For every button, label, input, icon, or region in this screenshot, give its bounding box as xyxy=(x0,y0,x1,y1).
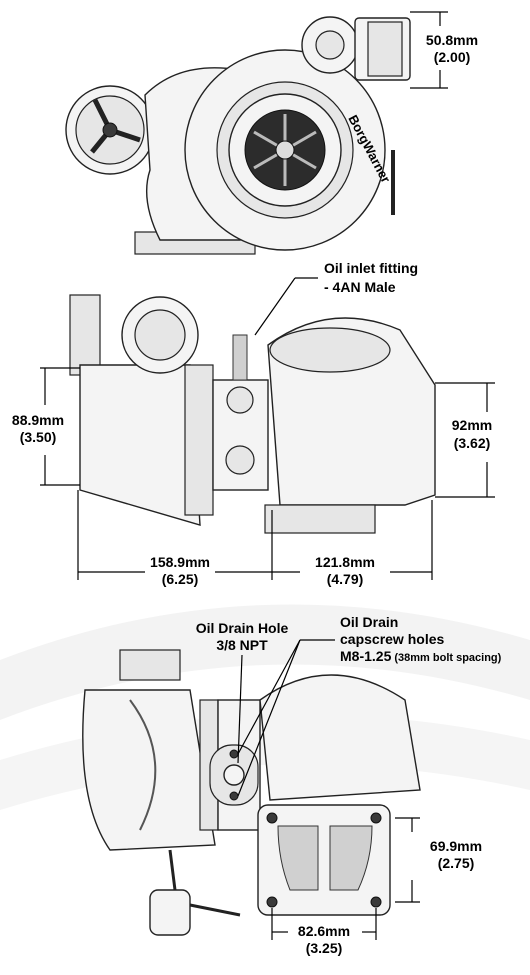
capscrew-thread: M8-1.25(38mm bolt spacing) xyxy=(340,648,502,664)
background-swoosh xyxy=(0,604,530,720)
oil-drain-port xyxy=(225,445,255,475)
turbine-flange-side xyxy=(264,504,376,534)
compressor-housing-bottom xyxy=(82,689,216,851)
flange-height-dim-mm: 69.9mm xyxy=(430,838,482,854)
callout-leader xyxy=(237,639,301,755)
capscrew-label-2: capscrew holes xyxy=(340,631,444,647)
compressor-housing-side xyxy=(79,364,201,526)
twin-scroll-port-right xyxy=(329,825,373,891)
oil-inlet-fitting xyxy=(232,334,248,381)
oil-drain-hole-label: Oil Drain Hole xyxy=(196,620,289,636)
bottom-view: Oil Drain Hole 3/8 NPT Oil Drain capscre… xyxy=(82,614,502,956)
bottom-left-dim-mm: 158.9mm xyxy=(150,554,210,570)
oil-inlet-spec: - 4AN Male xyxy=(324,279,396,295)
right-dim-mm: 92mm xyxy=(452,417,492,433)
left-dim-in: (3.50) xyxy=(20,429,57,445)
compressor-outlet-bottom xyxy=(119,649,181,681)
backplate xyxy=(184,364,214,516)
flange-bolt-hole xyxy=(266,896,278,908)
blow-off-valve-cap xyxy=(315,30,345,60)
outlet-dim-in: (2.00) xyxy=(434,49,471,65)
callout-leader xyxy=(237,654,243,764)
drain-bolt-hole xyxy=(229,749,239,759)
actuator-bracket xyxy=(168,849,177,891)
capscrew-thread-size: M8-1.25 xyxy=(340,648,392,664)
top-view: BorgWarner 50.8mm (2.00) xyxy=(65,11,478,255)
flange-bolt-hole xyxy=(370,812,382,824)
flange-width-dim-in: (3.25) xyxy=(306,940,343,956)
wastegate-actuator-bottom xyxy=(149,889,191,936)
housing-contour xyxy=(129,699,157,831)
capscrew-spacing: (38mm bolt spacing) xyxy=(394,652,501,664)
callout-leader xyxy=(254,277,296,336)
bottom-right-dim-in: (4.79) xyxy=(327,571,364,587)
compressor-outlet-stub xyxy=(69,294,101,376)
actuator-rod xyxy=(189,903,241,917)
bottom-left-dim-in: (6.25) xyxy=(162,571,199,587)
callout-leader xyxy=(237,639,301,797)
flange-bolt-hole xyxy=(266,812,278,824)
oil-inlet-port xyxy=(226,386,254,414)
side-view: Oil inlet fitting - 4AN Male 88.9mm (3.5… xyxy=(12,260,495,587)
left-dim-mm: 88.9mm xyxy=(12,412,64,428)
bottom-right-dim-mm: 121.8mm xyxy=(315,554,375,570)
compressor-outlet-flange xyxy=(367,21,403,77)
oil-drain-hole-spec: 3/8 NPT xyxy=(216,637,268,653)
outlet-dim-mm: 50.8mm xyxy=(426,32,478,48)
turbine-scroll xyxy=(269,327,391,373)
turbine-housing-bottom xyxy=(259,674,421,801)
capscrew-label: Oil Drain xyxy=(340,614,398,630)
flange-bolt-hole xyxy=(370,896,382,908)
flange-height-dim-in: (2.75) xyxy=(438,855,475,871)
right-dim-in: (3.62) xyxy=(454,435,491,451)
wastegate-hub xyxy=(102,122,118,138)
oil-drain-hole xyxy=(223,764,245,786)
twin-scroll-port-left xyxy=(277,825,319,891)
compressor-outlet-bore xyxy=(134,309,186,361)
oil-inlet-label: Oil inlet fitting xyxy=(324,260,418,276)
flange-width-dim-mm: 82.6mm xyxy=(298,923,350,939)
compressor-nut xyxy=(275,140,295,160)
turbine-inlet-flange xyxy=(257,804,391,916)
drain-bolt-hole xyxy=(229,791,239,801)
